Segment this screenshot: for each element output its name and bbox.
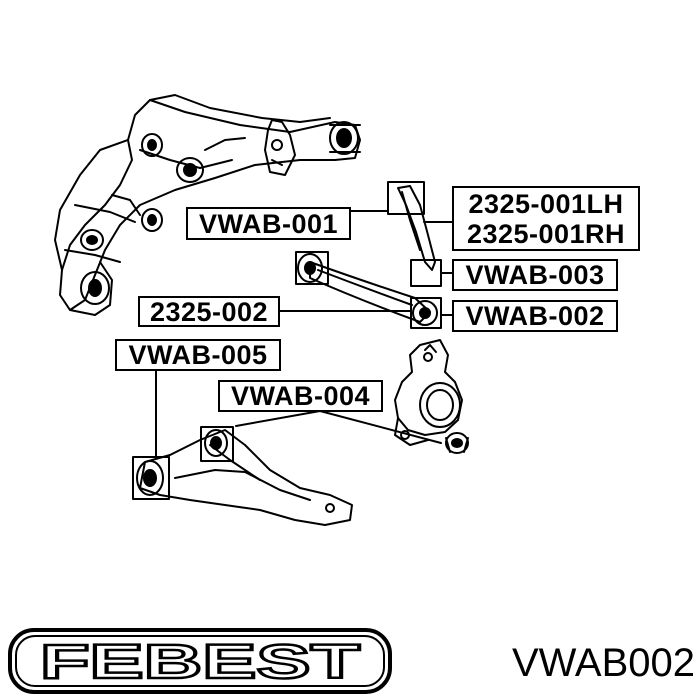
label-vwab-003: VWAB-003 bbox=[452, 259, 618, 291]
label-vwab-002: VWAB-002 bbox=[452, 300, 618, 332]
part-number: VWAB002 bbox=[511, 641, 695, 685]
upper-arm-drawing bbox=[297, 253, 438, 326]
subframe-drawing bbox=[54, 94, 361, 316]
frame-vwab004 bbox=[200, 426, 234, 462]
frame-vwab001 bbox=[387, 181, 425, 215]
label-vwab-005: VWAB-005 bbox=[115, 339, 281, 371]
label-vwab-001: VWAB-001 bbox=[186, 207, 351, 240]
label-2325-001-box: 2325-001LH 2325-001RH bbox=[452, 186, 640, 251]
label-2325-001lh: 2325-001LH bbox=[468, 188, 624, 219]
vertical-link-drawing bbox=[397, 185, 436, 271]
label-vwab-004: VWAB-004 bbox=[218, 380, 383, 412]
label-2325-002: 2325-002 bbox=[138, 296, 280, 327]
label-2325-001rh: 2325-001RH bbox=[466, 218, 626, 249]
svg-text:FEBEST: FEBEST bbox=[40, 636, 360, 689]
febest-logo: FEBEST bbox=[8, 628, 392, 694]
frame-vwab005 bbox=[132, 456, 170, 500]
frame-vwab002 bbox=[410, 297, 442, 329]
leader-lines bbox=[155, 210, 453, 458]
frame-2325-002 bbox=[295, 251, 329, 285]
knuckle-drawing bbox=[394, 339, 469, 454]
